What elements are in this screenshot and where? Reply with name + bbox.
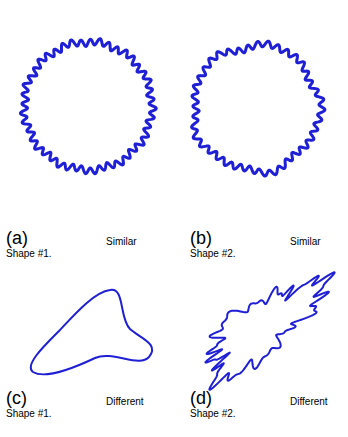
- three-lobed-shape: [31, 290, 152, 375]
- subfigure-caption: Similar Shape #2.: [190, 236, 338, 260]
- subfigure-letter: (d): [190, 389, 212, 407]
- subfigure-letter: (c): [6, 389, 27, 407]
- irregular-shape: [205, 272, 334, 390]
- wavy-circle: [20, 39, 156, 174]
- subfigure-letter: (b): [190, 229, 212, 247]
- subfigure-caption: Similar Shape #1.: [6, 236, 154, 260]
- wavy-circle: [192, 41, 325, 176]
- subfigure-caption: Different Shape #1.: [6, 396, 154, 420]
- subfigure-caption: Different Shape #2.: [190, 396, 338, 420]
- subfigure-letter: (a): [6, 229, 28, 247]
